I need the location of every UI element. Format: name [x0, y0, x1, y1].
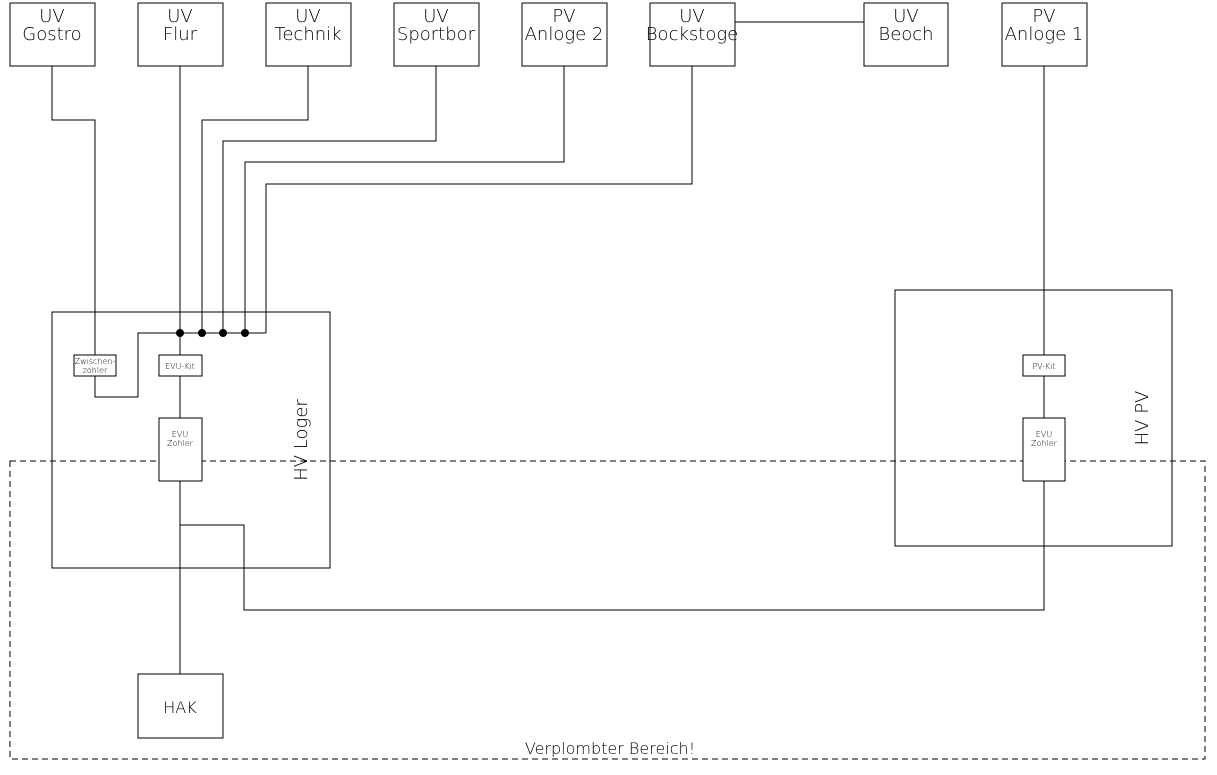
pv-anlage-1-line1: PV: [1032, 6, 1055, 27]
pv-kit-label: PV-Kit: [1032, 362, 1055, 371]
ub-technik: UV Technik: [265, 2, 352, 67]
pv-anlage-2-line1: PV: [552, 6, 575, 27]
ub-technik-box: [265, 2, 352, 67]
wire-backstage: [265, 66, 693, 333]
ub-backstage-line2: Bockstoge: [646, 24, 738, 45]
wire-pv-anlage-2: [244, 66, 565, 333]
ub-gastro-line2: Gostro: [22, 24, 81, 45]
wire-pv-feed: [180, 481, 1045, 611]
ub-flur: UV Flur: [137, 2, 224, 67]
pv-anlage-1-line2: Anloge 1: [1005, 24, 1084, 45]
ub-gastro-line1: UV: [39, 6, 65, 27]
junction-dot-2: [198, 329, 206, 337]
ub-flur-box: [137, 2, 224, 67]
evu-zaehler-lager-line1: EVU: [172, 430, 188, 439]
hak-box: [137, 673, 224, 739]
ub-backstage-box: [649, 2, 736, 67]
hv-pv-label: HV PV: [1132, 391, 1153, 446]
ub-sportbar-line2: Sportbor: [397, 24, 476, 45]
hak-label: HAK: [163, 698, 197, 717]
junction-dot-4: [241, 329, 249, 337]
wire-sportbar: [222, 66, 437, 333]
hv-lager-label: HV Loger: [291, 399, 312, 481]
ub-beach-line2: Beoch: [878, 24, 933, 45]
evu-zaehler-lager-line2: Zohler: [167, 439, 194, 448]
evu-kit-label: EVU-Kit: [165, 362, 195, 371]
ub-sportbar: UV Sportbor: [393, 2, 480, 67]
evu-zaehler-lager-box: [158, 417, 203, 482]
hv-pv-box: [894, 289, 1173, 547]
ub-beach-line1: UV: [893, 6, 919, 27]
zwischenzaehler-box: [73, 354, 117, 377]
ub-beach: UV Beoch: [863, 2, 949, 67]
pv-anlage-2: PV Anloge 2: [521, 2, 608, 67]
wire-technik: [201, 66, 309, 333]
evu-zaehler-pv-box: [1022, 417, 1066, 482]
ub-flur-line1: UV: [167, 6, 193, 27]
ub-backstage: UV Bockstoge: [646, 2, 738, 67]
hv-lager-box: [51, 311, 331, 569]
ub-gastro: UV Gostro: [9, 2, 96, 67]
ub-flur-line2: Flur: [163, 24, 198, 45]
ub-beach-box: [863, 2, 949, 67]
ub-backstage-line1: UV: [679, 6, 705, 27]
ub-technik-line1: UV: [295, 6, 321, 27]
zwischenzaehler-line1: Zwischen-: [75, 357, 116, 366]
evu-zaehler-pv-line1: EVU: [1036, 430, 1052, 439]
sealed-area-label: Verplombter Bereich!: [525, 739, 695, 758]
ub-technik-line2: Technik: [274, 24, 341, 45]
wire-gastro-zwischenzaehler: [51, 66, 266, 398]
zwischenzaehler-line2: zohler: [83, 366, 108, 375]
evu-zaehler-pv-line2: Zohler: [1031, 439, 1058, 448]
pv-anlage-2-line2: Anloge 2: [525, 24, 604, 45]
ub-sportbar-line1: UV: [423, 6, 449, 27]
ub-gastro-box: [9, 2, 96, 67]
junction-dot-1: [176, 329, 184, 337]
junction-dot-3: [219, 329, 227, 337]
pv-anlage-1: PV Anloge 1: [1001, 2, 1088, 67]
sealed-area-border: [9, 460, 1206, 760]
